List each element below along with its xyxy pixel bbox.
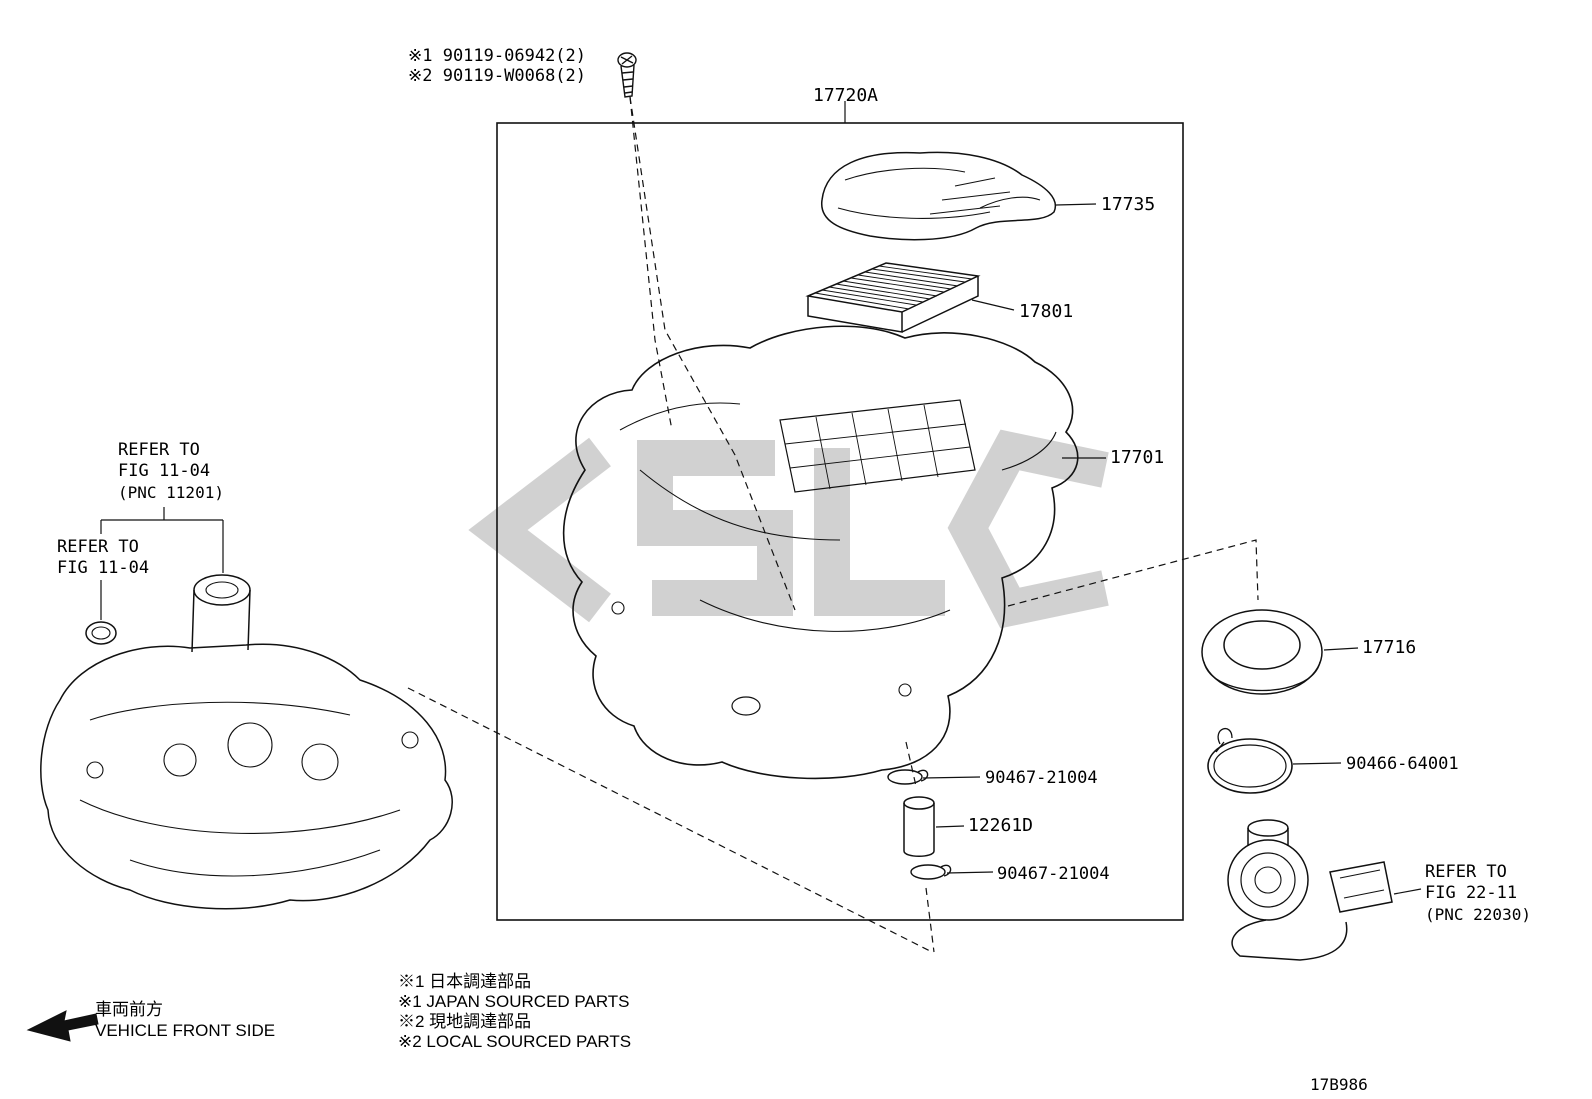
- refer-note-line: (PNC 22030): [1425, 905, 1531, 924]
- filter-element-art: [805, 262, 981, 333]
- bolt-part-note-line2: ※2 90119-W0068(2): [408, 66, 587, 86]
- air-cleaner-cap-art: [821, 151, 1057, 241]
- cylinder-head-cover-art: [40, 574, 453, 910]
- sourcing-footnotes: ※1 日本調達部品 ※1 JAPAN SOURCED PARTS ※2 現地調達…: [398, 972, 631, 1052]
- refer-note-line: REFER TO: [57, 537, 139, 557]
- front-note-jp: 車両前方: [95, 1000, 163, 1019]
- part-label-90467-21004-upper: 90467-21004: [985, 768, 1098, 788]
- diagram-frame: [496, 122, 1184, 921]
- hose-connector-art: [1201, 609, 1323, 695]
- part-label-17801: 17801: [1019, 301, 1074, 322]
- bolt-part-note-line1: ※1 90119-06942(2): [408, 46, 587, 66]
- refer-note-grommet: REFER TO FIG 11-04: [57, 537, 149, 579]
- clip-upper-art: [887, 769, 929, 785]
- part-label-12261D: 12261D: [968, 815, 1034, 836]
- footnote-en-2: ※2 LOCAL SOURCED PARTS: [398, 1032, 632, 1051]
- refer-note-line: FIG 22-11: [1425, 883, 1518, 903]
- footnote-jp-2: ※2 現地調達部品: [398, 1012, 532, 1031]
- hose2-art: [903, 796, 935, 857]
- refer-note-head-cover: REFER TO FIG 11-04 (PNC 11201): [118, 440, 224, 503]
- refer-note-line: FIG 11-04: [118, 461, 211, 481]
- part-label-17735: 17735: [1101, 194, 1156, 215]
- bolt-icon: [617, 52, 637, 98]
- oring-art: [1207, 728, 1293, 794]
- watermark-logo: [468, 429, 1109, 629]
- refer-note-line: REFER TO: [118, 440, 200, 460]
- refer-note-throttle: REFER TO FIG 22-11 (PNC 22030): [1425, 862, 1531, 925]
- front-arrow-icon: [26, 1010, 99, 1042]
- part-label-17716: 17716: [1362, 637, 1417, 658]
- part-label-90466-64001: 90466-64001: [1346, 754, 1459, 774]
- part-label-90467-21004-lower: 90467-21004: [997, 864, 1110, 884]
- dashed-lines: [407, 96, 1259, 953]
- part-label-17720A: 17720A: [813, 85, 879, 106]
- refer-note-line: (PNC 11201): [118, 483, 224, 502]
- refer-note-line: FIG 11-04: [57, 558, 150, 578]
- air-cleaner-case-art: [562, 325, 1079, 780]
- leader-lines: [100, 101, 1422, 895]
- front-note-en: VEHICLE FRONT SIDE: [95, 1021, 276, 1040]
- diagram-code: 17B986: [1310, 1075, 1368, 1094]
- refer-note-line: REFER TO: [1425, 862, 1507, 882]
- clip-lower-art: [910, 864, 952, 880]
- throttle-body-art: [1227, 819, 1393, 961]
- footnote-en-1: ※1 JAPAN SOURCED PARTS: [398, 992, 630, 1011]
- part-label-17701: 17701: [1110, 447, 1165, 468]
- footnote-jp-1: ※1 日本調達部品: [398, 972, 532, 991]
